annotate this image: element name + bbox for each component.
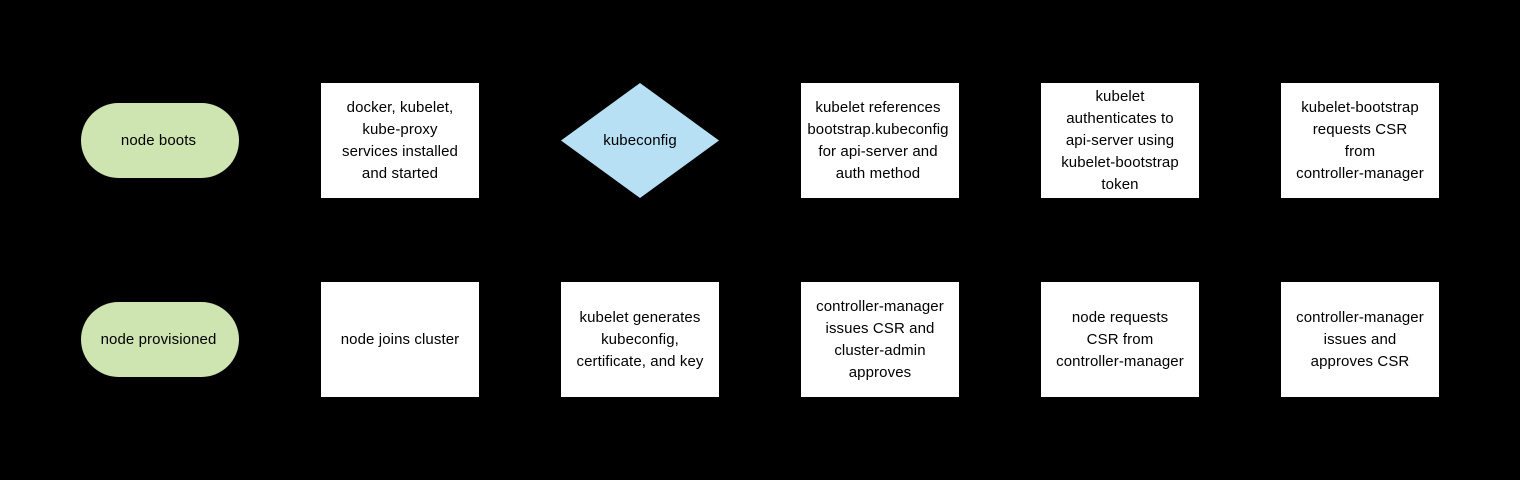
flow-node-kubelet-bootstrap-requests-csr[interactable]: kubelet-bootstrap requests CSR from cont… bbox=[1281, 83, 1439, 198]
flow-node-node-requests-csr[interactable]: node requests CSR from controller-manage… bbox=[1041, 282, 1199, 397]
node-label: controller-manager issues CSR and cluste… bbox=[816, 297, 944, 381]
node-label: docker, kubelet, kube-proxy services ins… bbox=[341, 98, 458, 182]
flow-node-kubelet-references-bootstrap[interactable]: kubelet references bootstrap.kubeconfig … bbox=[801, 83, 959, 198]
flow-node-node-provisioned[interactable]: node provisioned bbox=[81, 302, 239, 377]
flow-node-controller-manager-approves-csr[interactable]: controller-manager issues and approves C… bbox=[1281, 282, 1439, 397]
node-label: kubelet references bootstrap.kubeconfig … bbox=[807, 98, 949, 182]
node-label: controller-manager issues and approves C… bbox=[1296, 308, 1424, 370]
node-label: node requests CSR from controller-manage… bbox=[1056, 308, 1184, 370]
node-label: kubelet-bootstrap requests CSR from cont… bbox=[1296, 98, 1424, 182]
flow-node-node-joins-cluster[interactable]: node joins cluster bbox=[321, 282, 479, 397]
flow-node-kubelet-generates-kubeconfig[interactable]: kubelet generates kubeconfig, certificat… bbox=[561, 282, 719, 397]
flow-node-kubelet-authenticates[interactable]: kubelet authenticates to api-server usin… bbox=[1041, 83, 1199, 198]
node-label: kubelet generates kubeconfig, certificat… bbox=[576, 308, 704, 370]
node-label: node provisioned bbox=[100, 330, 217, 348]
flow-node-node-boots[interactable]: node boots bbox=[81, 103, 239, 178]
node-label: kubelet authenticates to api-server usin… bbox=[1061, 87, 1179, 193]
flow-node-services-installed[interactable]: docker, kubelet, kube-proxy services ins… bbox=[321, 83, 479, 198]
node-label: kubeconfig bbox=[603, 131, 677, 149]
flow-node-controller-manager-issues-csr[interactable]: controller-manager issues CSR and cluste… bbox=[801, 282, 959, 397]
node-label: node joins cluster bbox=[340, 330, 460, 348]
flow-node-kubeconfig-decision[interactable]: kubeconfig bbox=[561, 83, 719, 198]
node-label: node boots bbox=[120, 131, 197, 149]
diamond-shape-icon bbox=[561, 83, 719, 198]
